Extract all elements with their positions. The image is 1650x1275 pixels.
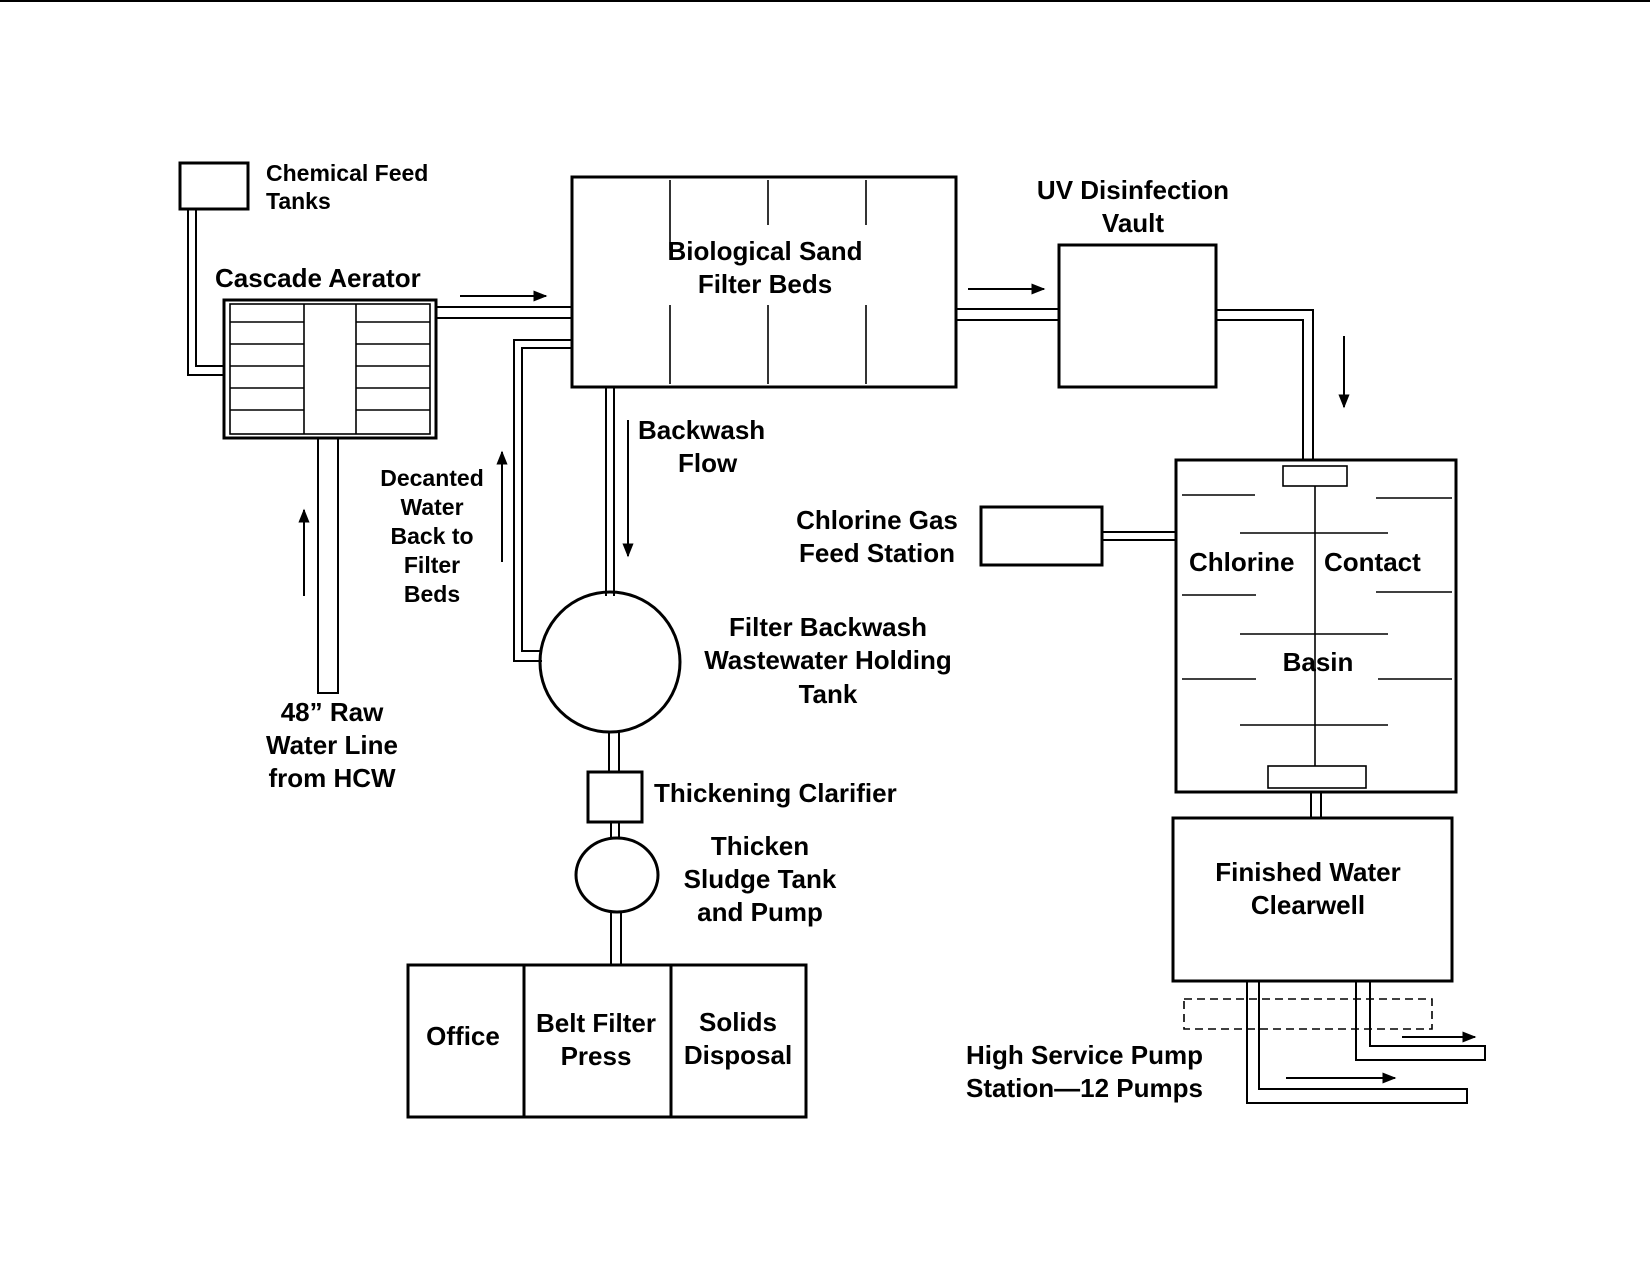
svg-text:Tank: Tank (799, 679, 858, 709)
thickening-clarifier: Thickening Clarifier (586, 770, 897, 824)
sludge-tank-and-pump: Thicken Sludge Tank and Pump (574, 831, 837, 927)
svg-text:Filter: Filter (404, 552, 460, 578)
sand-filter-label-1: Biological Sand (667, 236, 862, 266)
backwash-holding-tank: Filter Backwash Wastewater Holding Tank (538, 590, 952, 734)
chlorine-feed-pipe (1102, 531, 1176, 541)
decanted-water-label: Decanted Water Back to Filter Beds (380, 465, 484, 607)
solids-handling-building: Office Belt Filter Press Solids Disposal (406, 963, 808, 1119)
chemical-feed-tanks-label-1: Chemical Feed (266, 160, 428, 186)
sludge-to-building-pipe (610, 912, 622, 965)
svg-text:Decanted: Decanted (380, 465, 484, 491)
svg-text:Back to: Back to (390, 523, 473, 549)
svg-text:Clearwell: Clearwell (1251, 890, 1365, 920)
raw-water-line-label: 48” Raw Water Line from HCW (266, 697, 398, 793)
svg-text:Finished Water: Finished Water (1215, 857, 1400, 887)
chlorine-contact-basin: Chlorine Contact Basin (1174, 458, 1458, 794)
svg-text:Backwash: Backwash (638, 415, 765, 445)
basin-label: Basin (1283, 647, 1354, 677)
svg-text:from HCW: from HCW (268, 763, 396, 793)
svg-text:Sludge Tank: Sludge Tank (684, 864, 837, 894)
aerator-to-filter-pipe (436, 306, 572, 319)
uv-disinfection-vault: UV Disinfection Vault (1037, 175, 1229, 389)
svg-text:Feed Station: Feed Station (799, 538, 955, 568)
svg-text:Chlorine Gas: Chlorine Gas (796, 505, 958, 535)
biological-sand-filter-beds: Biological Sand Filter Beds (570, 175, 958, 389)
svg-text:Water: Water (400, 494, 463, 520)
chemical-feed-tanks-label-2: Tanks (266, 188, 331, 214)
tank-to-clarifier-pipe (608, 732, 620, 772)
solids-disposal-label-1: Solids (699, 1007, 777, 1037)
svg-text:Filter Backwash: Filter Backwash (729, 612, 927, 642)
office-label: Office (426, 1021, 500, 1051)
svg-text:Wastewater Holding: Wastewater Holding (704, 645, 952, 675)
belt-filter-press-label-1: Belt Filter (536, 1008, 656, 1038)
chemical-feed-tanks: Chemical Feed Tanks (178, 160, 428, 214)
svg-text:High Service Pump: High Service Pump (966, 1040, 1203, 1070)
belt-filter-press-label-2: Press (561, 1041, 632, 1071)
svg-text:Thickening Clarifier: Thickening Clarifier (654, 778, 897, 808)
clarifier-to-sludge-pipe (610, 822, 620, 838)
finished-water-clearwell: Finished Water Clearwell (1171, 816, 1454, 983)
svg-text:48” Raw: 48” Raw (281, 697, 384, 727)
chemical-feed-pipe (187, 209, 224, 376)
raw-water-pipe (317, 438, 339, 694)
basin-to-clearwell-pipe (1310, 792, 1322, 818)
high-service-pump-station: High Service Pump Station—12 Pumps (966, 981, 1486, 1104)
cascade-aerator: Cascade Aerator (215, 263, 438, 440)
svg-text:Water Line: Water Line (266, 730, 398, 760)
chlorine-contact-label-left: Chlorine (1189, 547, 1294, 577)
solids-disposal-label-2: Disposal (684, 1040, 792, 1070)
filter-to-uv-pipe (956, 308, 1059, 321)
svg-text:Beds: Beds (404, 581, 460, 607)
sand-filter-label-2: Filter Beds (698, 269, 832, 299)
backwash-flow-label: Backwash Flow (638, 415, 765, 478)
svg-text:and Pump: and Pump (697, 897, 823, 927)
decanted-water-pipe (513, 339, 572, 662)
svg-text:Vault: Vault (1102, 208, 1164, 238)
svg-text:Flow: Flow (678, 448, 738, 478)
svg-text:Station—12 Pumps: Station—12 Pumps (966, 1073, 1203, 1103)
chlorine-contact-label-right: Contact (1324, 547, 1421, 577)
backwash-pipe (605, 387, 615, 596)
svg-text:Thicken: Thicken (711, 831, 809, 861)
cascade-aerator-label: Cascade Aerator (215, 263, 421, 293)
svg-text:UV Disinfection: UV Disinfection (1037, 175, 1229, 205)
chlorine-gas-feed-station: Chlorine Gas Feed Station (796, 505, 1104, 568)
uv-to-chlorine-pipe (1216, 309, 1314, 460)
